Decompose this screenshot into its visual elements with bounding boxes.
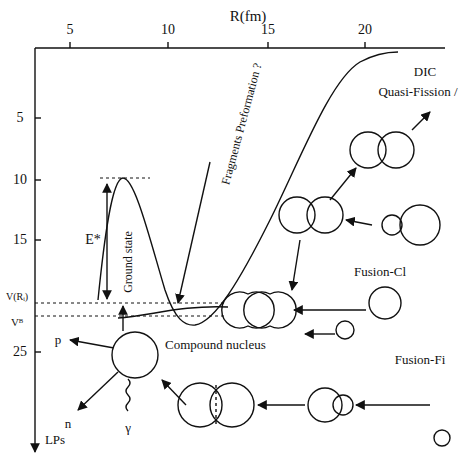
axis-or-annotation-label: 10 (161, 22, 175, 37)
gamma-wave (126, 379, 130, 411)
process-arrows (162, 112, 430, 405)
circle-outline (111, 331, 159, 379)
potential-curve (98, 52, 398, 325)
r-axis (35, 47, 445, 48)
formation-arrow (122, 306, 123, 331)
axis-ticks (35, 42, 365, 352)
proton-arrow (70, 340, 114, 348)
level-lines (35, 178, 225, 316)
nuclear-shapes (178, 132, 450, 446)
axis-or-annotation-label: V(Rᵢ) (6, 291, 28, 302)
axis-or-annotation-label: Quasi-Fission / (378, 85, 457, 99)
neutron-arrow (78, 372, 118, 410)
axis-or-annotation-label: Fragments Preformation ? (219, 62, 264, 186)
excitation-arrow (106, 184, 107, 299)
axis-or-annotation-label: n (65, 417, 72, 431)
axis-or-annotation-label: Ground state (122, 231, 135, 293)
axis-or-annotation-label: E* (85, 232, 101, 247)
axis-or-annotation-label: 5 (67, 22, 74, 37)
axis-or-annotation-label: γ (125, 421, 131, 435)
axis-or-annotation-label: Vᴮ (11, 316, 23, 328)
nucleus-circle: Compound nucleus (111, 331, 159, 379)
axis-or-annotation-label: 15 (261, 22, 275, 37)
axis-or-annotation-label: LPs (45, 433, 65, 447)
axis-or-annotation-label: Fusion-Fi (395, 353, 446, 367)
preformation-line (178, 162, 210, 303)
axis-or-annotation-label: p (55, 333, 62, 347)
axis-or-annotation-label: 20 (358, 22, 372, 37)
v-axis (34, 48, 35, 452)
axis-or-annotation-label: R(fm) (230, 8, 267, 25)
nucleus-label: Compound nucleus (165, 337, 266, 353)
axis-or-annotation-label: 25 (13, 344, 27, 359)
axis-or-annotation-label: 10 (13, 172, 27, 187)
axis-or-annotation-label: DIC (414, 65, 436, 79)
axis-or-annotation-label: 15 (13, 232, 27, 247)
axis-or-annotation-label: 5 (17, 110, 24, 125)
axis-or-annotation-label: Fusion-Cl (354, 265, 406, 279)
